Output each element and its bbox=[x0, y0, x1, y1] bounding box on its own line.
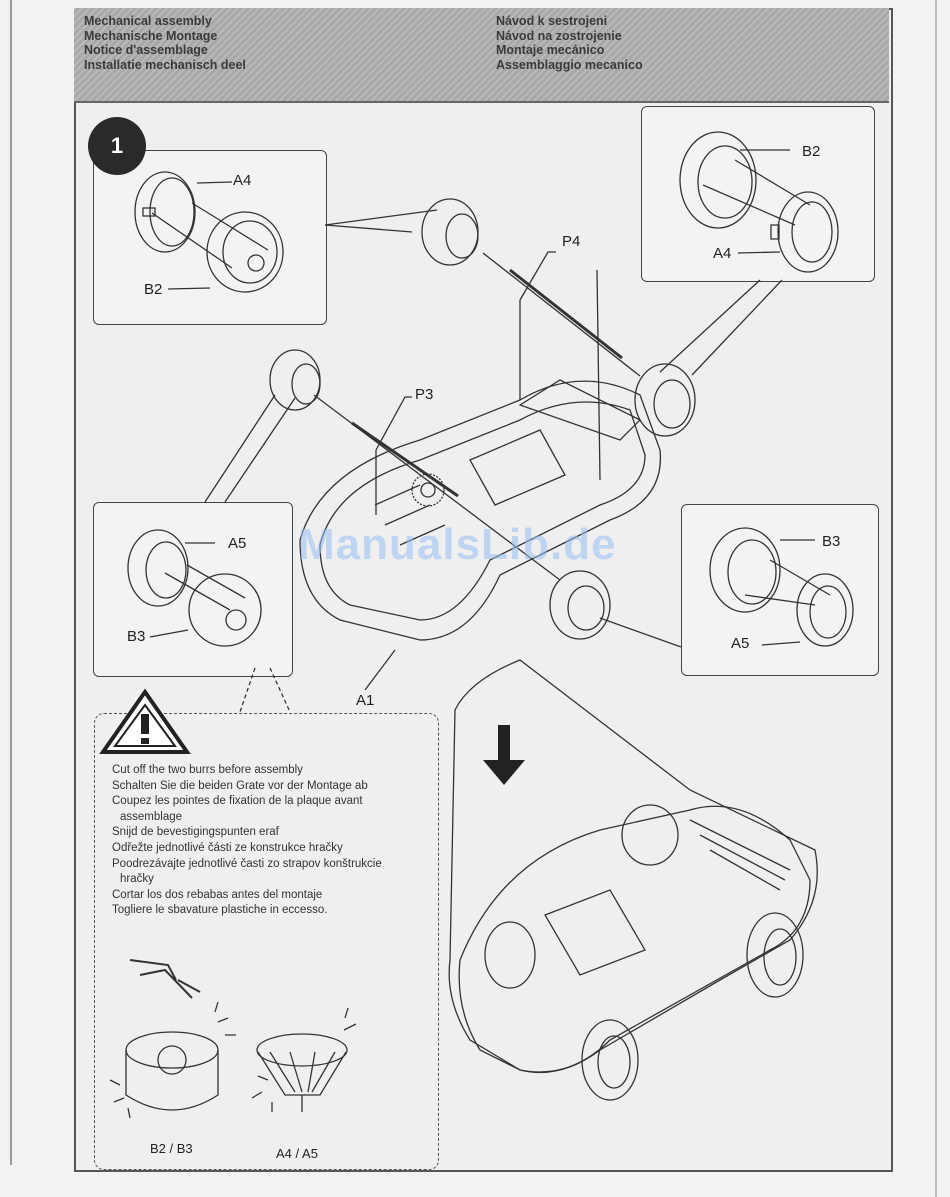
label-b3-mid-right: B3 bbox=[822, 533, 841, 550]
axle-p3 bbox=[351, 421, 459, 498]
wheel-burr-a4a5 bbox=[256, 1033, 348, 1067]
warning-line: Cortar los dos rebabas antes del montaje bbox=[112, 888, 323, 901]
wheel-rear-right bbox=[549, 570, 611, 640]
header-band bbox=[74, 8, 889, 103]
warning-line: Snijd de bevestigingspunten eraf bbox=[112, 826, 279, 839]
label-a4-top-right: A4 bbox=[713, 245, 732, 262]
label-a5-mid-right: A5 bbox=[731, 635, 750, 652]
connector-line bbox=[239, 667, 291, 713]
header-right-titles: Návod k sestrojeni Návod na zostrojenie … bbox=[496, 14, 643, 72]
page-edge-rule-right bbox=[935, 0, 937, 1197]
connector-line bbox=[599, 617, 682, 648]
axle-guide bbox=[313, 394, 561, 581]
warning-line: Poodrezávajte jednotlivé časti zo strapo… bbox=[112, 857, 382, 870]
warning-text: Cut off the two burrs before assembly Sc… bbox=[112, 763, 382, 919]
page-edge-rule bbox=[10, 0, 12, 1165]
label-a1: A1 bbox=[356, 692, 375, 709]
caption-b2-b3: B2 / B3 bbox=[150, 1141, 193, 1156]
watermark: ManualsLib.de bbox=[298, 520, 617, 569]
caption-a4-a5: A4 / A5 bbox=[276, 1146, 318, 1161]
label-b2-top-right: B2 bbox=[802, 143, 821, 160]
warning-line: Togliere le sbavature plastiche in ecces… bbox=[112, 904, 328, 917]
warning-line: Odřežte jednotlivé části ze konstrukce h… bbox=[112, 841, 343, 854]
warning-box bbox=[94, 713, 439, 1170]
connector-line bbox=[324, 209, 438, 233]
step-badge: 1 bbox=[88, 117, 146, 175]
connector-line bbox=[659, 279, 783, 376]
axle-guide bbox=[482, 252, 641, 377]
header-title-en: Mechanical assembly bbox=[84, 14, 212, 28]
label-b2-top-left: B2 bbox=[144, 281, 163, 298]
header-title-de: Mechanische Montage bbox=[84, 28, 218, 43]
header-title-es: Montaje mecánico bbox=[496, 43, 605, 57]
warning-line: Schalten Sie die beiden Grate vor der Mo… bbox=[112, 779, 368, 792]
header-title-nl: Installatie mechanisch deel bbox=[84, 57, 246, 72]
assembled-car bbox=[448, 659, 818, 1074]
cutter-icon bbox=[129, 959, 201, 999]
warning-line: assemblage bbox=[120, 810, 183, 823]
label-b3-mid-left: B3 bbox=[127, 628, 146, 645]
header-title-sk: Návod na zostrojenie bbox=[496, 28, 622, 43]
connector-line bbox=[204, 394, 296, 503]
header-left-titles: Mechanical assembly Mechanische Montage … bbox=[84, 14, 246, 72]
label-a5-mid-left: A5 bbox=[228, 535, 247, 552]
axle-p4 bbox=[509, 268, 623, 360]
wheel-burr-b2b3 bbox=[125, 1031, 219, 1069]
warning-line: Cut off the two burrs before assembly bbox=[112, 764, 303, 776]
warning-line: hračky bbox=[120, 873, 154, 886]
warning-line: Coupez les pointes de fixation de la pla… bbox=[112, 795, 363, 808]
label-p4: P4 bbox=[562, 233, 581, 250]
gear bbox=[411, 473, 445, 507]
chassis-outline bbox=[299, 380, 662, 641]
down-arrow-icon bbox=[483, 725, 525, 785]
header-title-it: Assemblaggio mecanico bbox=[496, 57, 643, 72]
label-p3: P3 bbox=[415, 386, 434, 403]
wheel-front-right bbox=[634, 363, 696, 437]
header-title-fr: Notice d'assemblage bbox=[84, 43, 208, 57]
header-title-cz: Návod k sestrojeni bbox=[496, 14, 608, 28]
warning-triangle-icon bbox=[99, 688, 191, 754]
label-a4-top-left: A4 bbox=[233, 172, 252, 189]
